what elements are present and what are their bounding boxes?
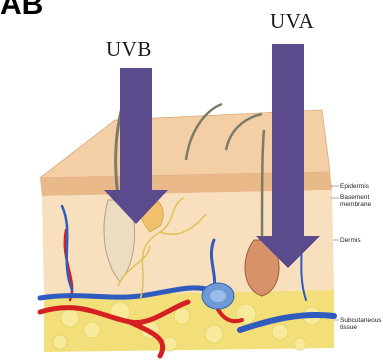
uvb-label: UVB	[106, 37, 152, 62]
dermis-label: Dermis	[340, 237, 361, 244]
subcutaneous-layer	[44, 290, 334, 352]
sensory-receptor	[202, 283, 234, 309]
uva-label: UVA	[270, 9, 314, 34]
subcutaneous-tissue-label: Subcutaneous tissue	[340, 317, 382, 331]
epidermis-label: Epidermis	[340, 183, 369, 190]
basement-membrane-label: Basement membrane	[340, 194, 371, 208]
